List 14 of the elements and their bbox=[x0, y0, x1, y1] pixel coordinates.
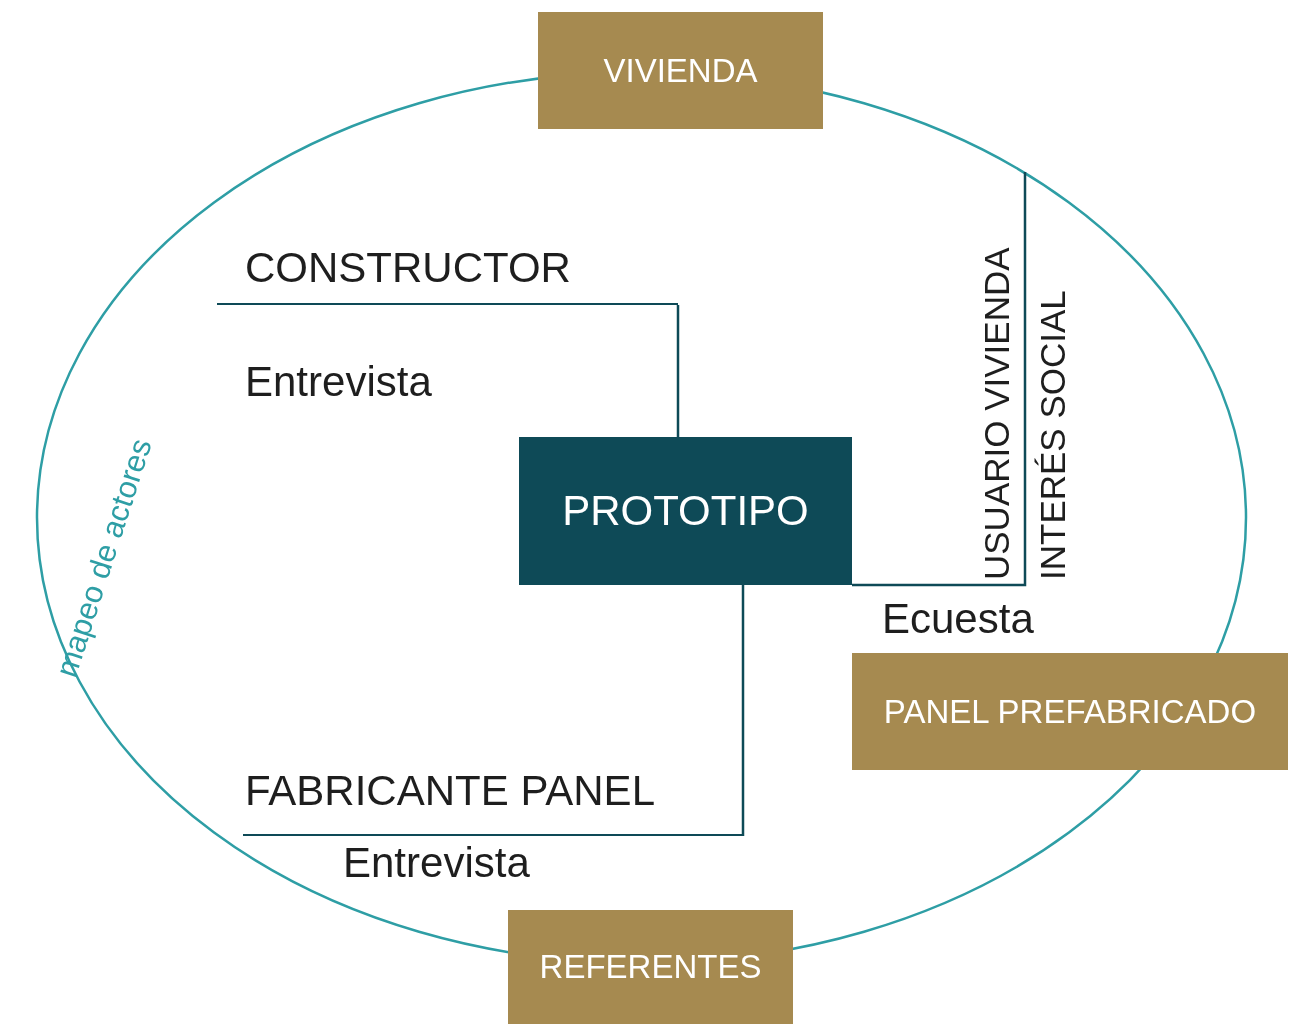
category-box: REFERENTES bbox=[508, 910, 793, 1024]
boundary-label: mapeo de actores bbox=[48, 434, 160, 682]
method-caption: Entrevista bbox=[245, 358, 432, 406]
connector-line bbox=[852, 580, 1027, 587]
actor-label: CONSTRUCTOR bbox=[217, 236, 678, 305]
category-box: PANEL PREFABRICADO bbox=[852, 653, 1288, 770]
actor-label: USUARIO VIVIENDA INTERÉS SOCIAL bbox=[969, 170, 1081, 580]
connector-line bbox=[676, 305, 680, 437]
central-box: PROTOTIPO bbox=[519, 437, 852, 585]
connector-line bbox=[741, 585, 745, 836]
method-caption: Ecuesta bbox=[882, 595, 1034, 643]
actor-label: FABRICANTE PANEL bbox=[243, 751, 743, 836]
category-box: VIVIENDA bbox=[538, 12, 823, 129]
method-caption: Entrevista bbox=[343, 839, 530, 887]
